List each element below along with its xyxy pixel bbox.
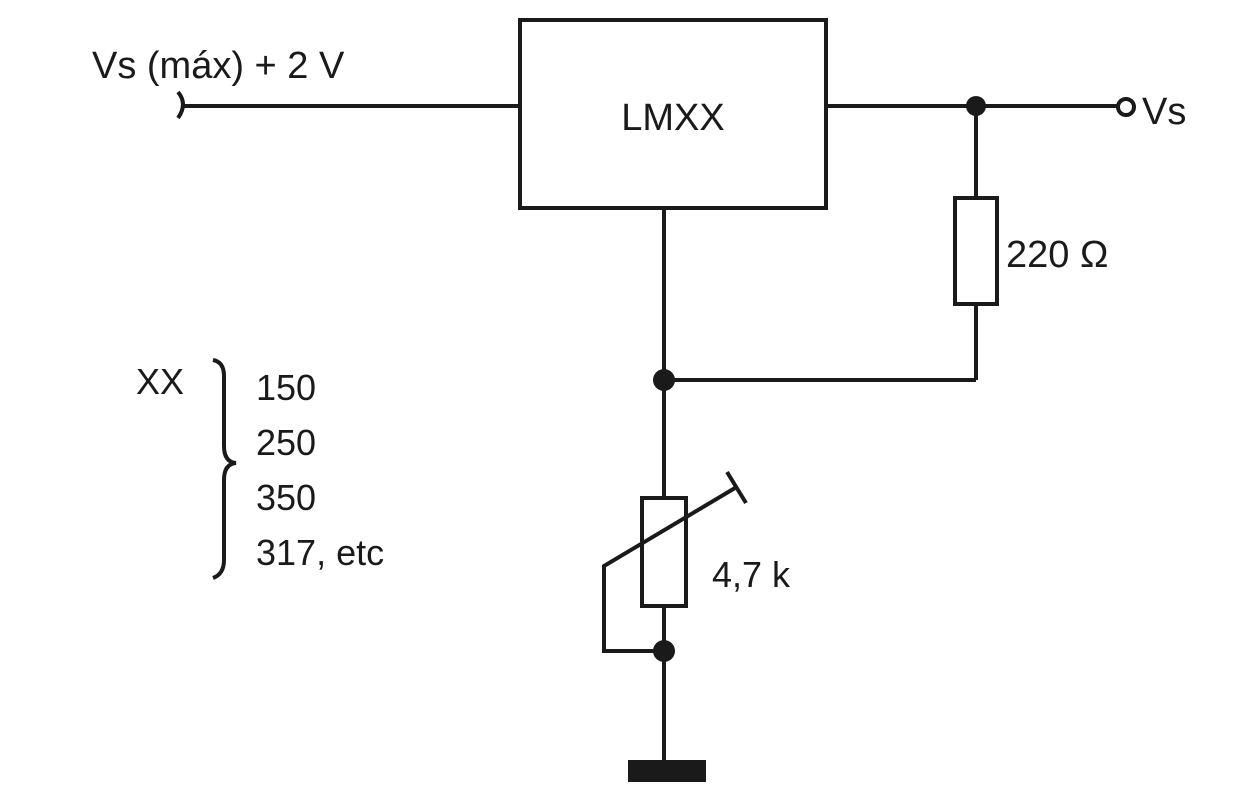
xx-option: 317, etc bbox=[256, 532, 384, 573]
xx-option: 350 bbox=[256, 477, 316, 518]
xx-brace bbox=[212, 358, 237, 580]
regulator-box bbox=[518, 18, 828, 210]
xx-label: XX bbox=[136, 361, 184, 402]
output-label: Vs bbox=[1142, 91, 1186, 133]
adjust-junction bbox=[653, 369, 675, 391]
output-terminal bbox=[1116, 97, 1136, 117]
potentiometer bbox=[640, 496, 688, 608]
pot-wiper-wire bbox=[602, 486, 737, 653]
regulator-label: LMXX bbox=[621, 97, 724, 139]
pot-label: 4,7 k bbox=[712, 554, 791, 595]
xx-option: 250 bbox=[256, 422, 316, 463]
input-label: Vs (máx) + 2 V bbox=[92, 45, 345, 87]
xx-option: 150 bbox=[256, 367, 316, 408]
resistor-220 bbox=[953, 196, 999, 306]
ground-symbol bbox=[628, 760, 706, 782]
resistor-label: 220 Ω bbox=[1006, 234, 1108, 276]
output-junction bbox=[966, 96, 986, 116]
pot-junction bbox=[653, 640, 675, 662]
input-terminal bbox=[176, 90, 185, 120]
pot-arrow-bar bbox=[725, 470, 748, 505]
